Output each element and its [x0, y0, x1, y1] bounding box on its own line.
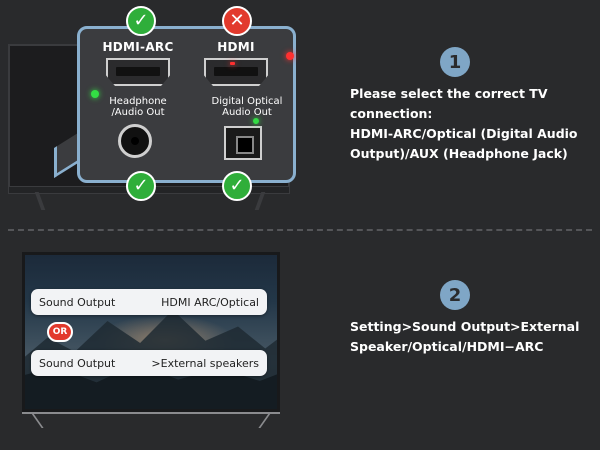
tv-front-leg-right	[258, 412, 272, 428]
step-2-number: 2	[440, 280, 470, 310]
hdmi-no-badge: ✕	[222, 6, 252, 36]
cross-icon: ✕	[229, 10, 245, 31]
step-2-instructions: Setting>Sound Output>External Speaker/Op…	[350, 317, 596, 357]
menu-value: >External speakers	[151, 356, 259, 370]
optical-status-light	[253, 118, 259, 124]
hdmi-arc-port	[106, 58, 170, 86]
optical-label-line2: Audio Out	[222, 107, 272, 118]
optical-port	[224, 126, 262, 160]
sound-output-menu-external[interactable]: Sound Output >External speakers	[31, 350, 267, 376]
headphone-jack	[118, 124, 152, 158]
tv-front-base	[22, 412, 280, 414]
headphone-label-line2: /Audio Out	[111, 107, 165, 118]
menu-label: Sound Output	[39, 295, 116, 309]
menu-label: Sound Output	[39, 356, 116, 370]
optical-label-line1: Digital Optical	[211, 96, 283, 107]
menu-value: HDMI ARC/Optical	[161, 295, 259, 309]
headphone-status-light	[91, 90, 99, 98]
headphone-ok-badge: ✓	[126, 171, 156, 201]
tv-front-leg-left	[30, 412, 44, 428]
headphone-label-line1: Headphone	[109, 96, 167, 107]
hdmi-port-red-light	[230, 62, 235, 65]
sound-output-menu-arc[interactable]: Sound Output HDMI ARC/Optical	[31, 289, 267, 315]
check-icon: ✓	[133, 175, 149, 196]
step-2-line: Setting>Sound Output>External	[350, 319, 580, 334]
step-1-line: Output)/AUX (Headphone Jack)	[350, 146, 568, 161]
step-1-line: HDMI-ARC/Optical (Digital Audio	[350, 126, 578, 141]
tv-leg-left	[34, 192, 46, 210]
step-1-line: Please select the correct TV	[350, 86, 548, 101]
section-divider	[8, 229, 592, 231]
or-badge: OR	[47, 322, 73, 342]
optical-ok-badge: ✓	[222, 171, 252, 201]
step-2-line: Speaker/Optical/HDMI−ARC	[350, 339, 544, 354]
step-1-line: connection:	[350, 106, 433, 121]
hdmi-status-light	[286, 52, 294, 60]
hdmi-port	[204, 58, 268, 86]
step-1-number: 1	[440, 47, 470, 77]
hdmi-arc-ok-badge: ✓	[126, 6, 156, 36]
tv-leg-right	[254, 192, 266, 210]
hdmi-label: HDMI	[217, 40, 255, 54]
check-icon: ✓	[133, 10, 149, 31]
check-icon: ✓	[229, 175, 245, 196]
step-1-instructions: Please select the correct TV connection:…	[350, 84, 596, 164]
hdmi-arc-label: HDMI-ARC	[102, 40, 174, 54]
